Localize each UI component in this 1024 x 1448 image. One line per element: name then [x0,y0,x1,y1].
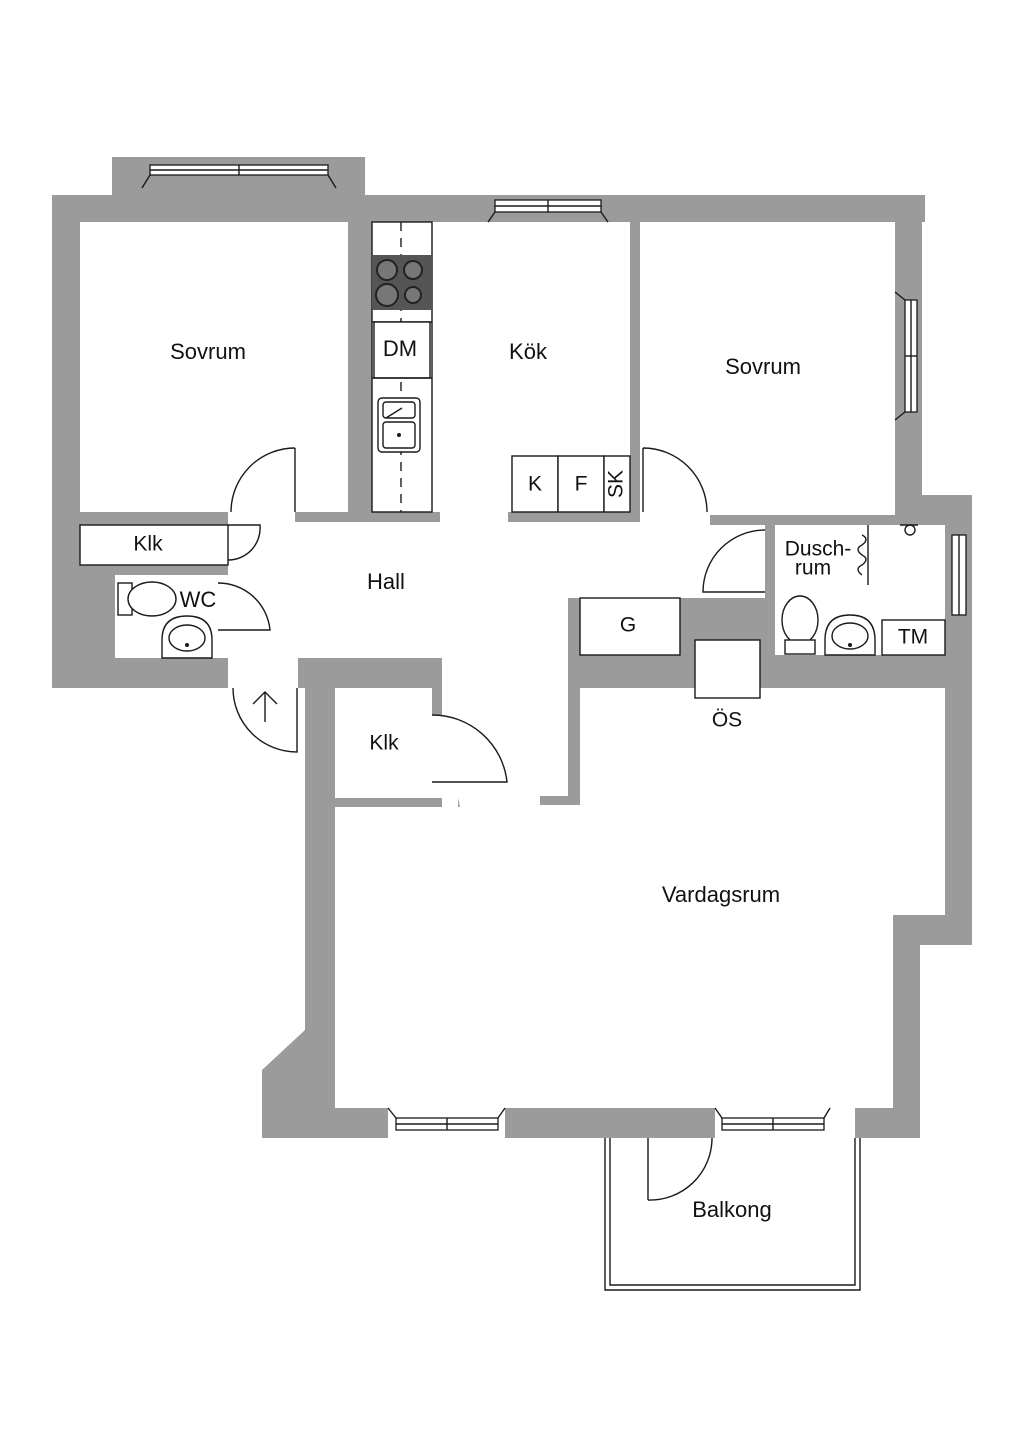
wall-south-mid [505,1108,715,1138]
wall-bath-top [765,522,775,657]
sink-icon [377,397,421,453]
window-south-left [387,1107,506,1131]
wall-kitchen-bedroom [630,222,640,517]
wall-east [540,525,972,1138]
label-klk-top: Klk [133,533,163,556]
label-dusch-line1: Dusch- [785,538,852,561]
label-k: K [528,473,542,496]
wc-fixtures [117,581,213,659]
label-sovrum-left: Sovrum [170,339,246,364]
window-bath [951,534,967,616]
label-g: G [620,614,636,637]
label-klk-bottom: Klk [369,732,399,755]
wall-kitchen-south-left [295,512,440,522]
label-dusch-line2: rum [795,557,831,580]
closet-top [79,524,229,566]
label-wc: WC [180,587,217,612]
label-os: ÖS [712,709,742,732]
label-f: F [575,473,588,496]
bath-fixtures [781,524,946,656]
washbasin-icon [161,615,213,659]
window-east-bedroom [894,291,918,421]
kitchen-counter [371,221,631,513]
wall-kitchen-south [508,512,640,522]
toilet-icon [117,581,177,617]
windows [141,164,967,1131]
window-kitchen [487,199,609,223]
entrance-arrow-icon [252,691,278,722]
washbasin-icon [824,614,876,656]
doors [217,447,766,1201]
label-kok: Kök [509,339,548,364]
wall-north-kitchen [365,195,925,222]
balcony [604,1138,861,1291]
closet-g [579,597,681,656]
os-box [694,639,761,699]
window-north-left [141,164,337,189]
room-labels: Sovrum Kök Sovrum DM K F SK Klk WC Hall … [133,336,928,1222]
label-hall: Hall [367,569,405,594]
label-balkong: Balkong [692,1197,772,1222]
label-sovrum-right: Sovrum [725,354,801,379]
wall-bedroom-south [710,515,900,525]
wall-south-west [262,658,460,1138]
label-dm: DM [383,336,417,361]
label-tm: TM [898,626,928,649]
window-south-right [714,1107,831,1131]
shower-icon [857,524,918,585]
wall-northwest [52,157,372,688]
wall-east-bedroom [895,195,972,525]
toilet-icon [781,595,819,655]
label-vardagsrum: Vardagsrum [662,882,780,907]
label-sk: SK [605,470,628,498]
